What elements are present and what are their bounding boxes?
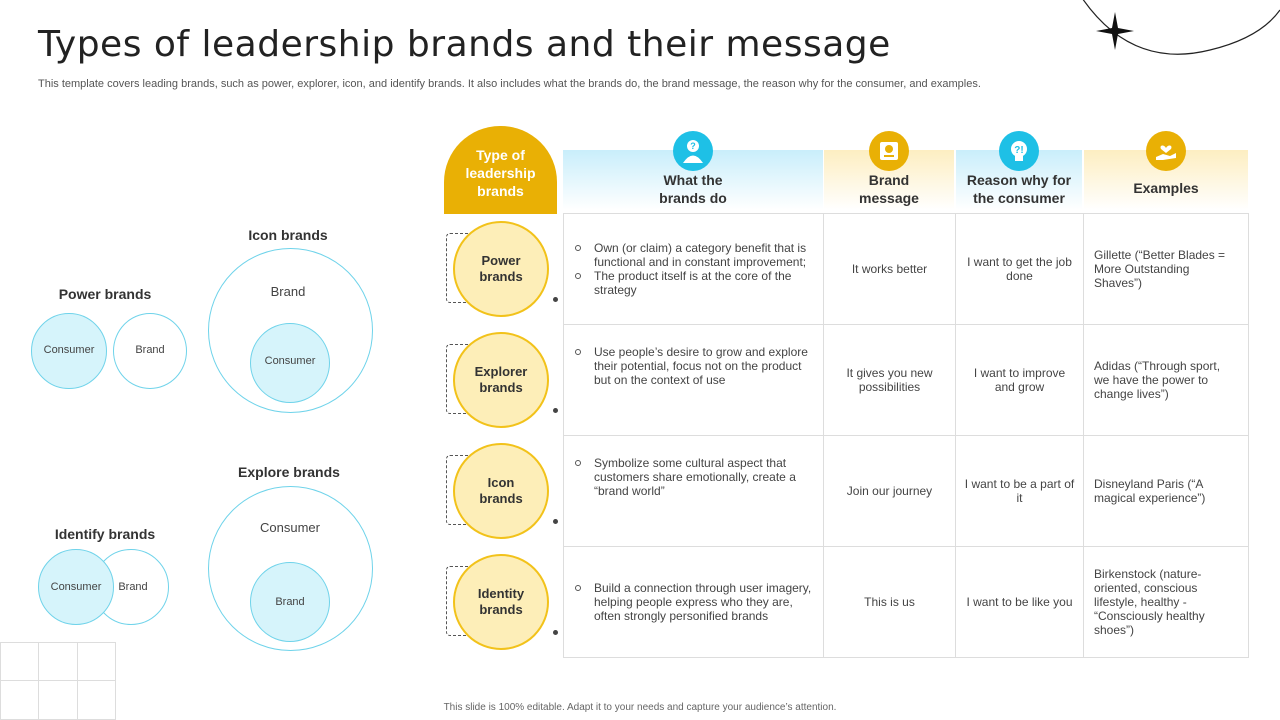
explore-inner-circle [250,562,330,642]
explore-brands-label: Explore brands [238,464,340,480]
footer-note: This slide is 100% editable. Adapt it to… [443,702,837,713]
icon-outer-text: Brand [270,284,306,299]
cell-message: Join our journey [823,435,956,547]
cell-message: This is us [823,546,956,658]
header-examples: Examples [1133,180,1199,196]
bullet-item: Own (or claim) a category benefit that i… [574,241,813,269]
cell-reason: I want to be like you [955,546,1084,658]
header-reason: Reason why for the consumer [966,172,1072,206]
bullet-item: Build a connection through user imagery,… [574,581,813,623]
explore-outer-text: Consumer [260,520,320,535]
page-title: Types of leadership brands and their mes… [38,24,891,65]
idea-head-icon: ?! [999,131,1039,171]
certificate-icon [869,131,909,171]
icon-inner-circle [250,323,330,403]
hand-heart-icon [1146,131,1186,171]
row-type-circle: Identity brands [453,554,549,650]
bullet-item: Use people’s desire to grow and explore … [574,345,813,387]
cell-does: Build a connection through user imagery,… [563,546,824,658]
question-person-icon: ? [673,131,713,171]
cell-reason: I want to be a part of it [955,435,1084,547]
power-brand-circle [113,313,187,389]
row-type-label: Identity brands [477,586,525,617]
identify-brand-text: Brand [118,581,148,593]
svg-text:?!: ?! [1014,145,1023,156]
cell-example: Gillette (“Better Blades = More Outstand… [1083,213,1249,325]
cell-example: Disneyland Paris (“A magical experience”… [1083,435,1249,547]
icon-brands-label: Icon brands [248,227,328,243]
row-connector-dot [553,408,558,413]
bullet-item: Symbolize some cultural aspect that cust… [574,456,813,498]
svg-text:?: ? [690,141,696,151]
type-header: Type of leadership brands [444,126,557,214]
explore-inner-text: Brand [275,596,305,608]
power-brand-text: Brand [135,344,165,356]
cell-example: Birkenstock (nature-oriented, conscious … [1083,546,1249,658]
decorative-arc [1082,0,1280,55]
power-consumer-circle [31,313,107,389]
identify-brands-label: Identify brands [54,526,156,542]
star-icon [1096,12,1134,50]
row-connector-dot [553,297,558,302]
header-does: What the brands do [659,172,727,206]
cell-reason: I want to improve and grow [955,324,1084,436]
row-type-label: Explorer brands [474,364,528,395]
row-type-circle: Explorer brands [453,332,549,428]
power-consumer-text: Consumer [43,344,95,356]
power-brands-label: Power brands [58,286,152,302]
icon-inner-text: Consumer [264,355,316,367]
row-connector-dot [553,519,558,524]
cell-message: It works better [823,213,956,325]
cell-reason: I want to get the job done [955,213,1084,325]
row-type-label: Power brands [479,253,523,284]
cell-does: Own (or claim) a category benefit that i… [563,213,824,325]
cell-message: It gives you new possibilities [823,324,956,436]
row-type-circle: Icon brands [453,443,549,539]
row-connector-dot [553,630,558,635]
identify-consumer-circle [38,549,114,625]
cell-does: Symbolize some cultural aspect that cust… [563,435,824,547]
header-message: Brand message [859,172,919,206]
page-subtitle: This template covers leading brands, suc… [38,78,981,90]
identify-consumer-text: Consumer [50,581,102,593]
cell-example: Adidas (“Through sport, we have the powe… [1083,324,1249,436]
row-type-circle: Power brands [453,221,549,317]
cell-does: Use people’s desire to grow and explore … [563,324,824,436]
bullet-item: The product itself is at the core of the… [574,269,813,297]
row-type-label: Icon brands [479,475,523,506]
